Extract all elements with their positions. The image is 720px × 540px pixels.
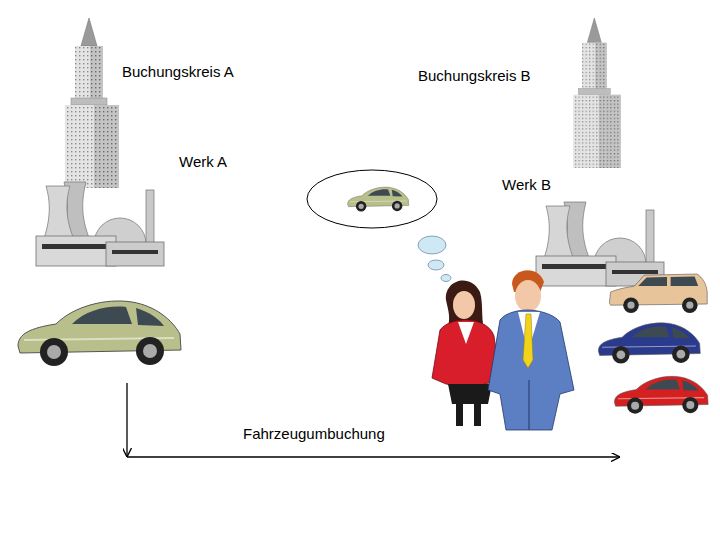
blouse (458, 322, 474, 344)
text-label: Fahrzeugumbuchung (243, 424, 385, 444)
car-illustration (614, 376, 708, 413)
thought-bubble (307, 170, 437, 228)
trouser-seam (529, 380, 530, 430)
transfer-arrow (126, 383, 127, 457)
suit (488, 310, 574, 430)
text-label: Buchungskreis A (122, 62, 234, 82)
face (515, 280, 541, 312)
factory-plant (36, 182, 164, 266)
thought-bubble-dot (418, 236, 446, 254)
factory-plant (536, 202, 664, 286)
face (453, 291, 475, 319)
person-man (488, 270, 574, 430)
text-label: Werk B (502, 175, 551, 195)
skirt (448, 384, 492, 404)
person-woman (432, 280, 500, 426)
office-tower (573, 18, 621, 168)
leg (474, 404, 481, 426)
leg (456, 404, 463, 426)
thought-bubble-dot (428, 260, 444, 270)
car-illustration (609, 274, 707, 313)
car-illustration (18, 301, 181, 366)
thought-bubble-dot (441, 275, 451, 282)
text-label: Buchungskreis B (418, 66, 531, 86)
tie (523, 314, 533, 368)
car-illustration (598, 323, 700, 364)
car-illustration (348, 187, 409, 211)
text-label: Werk A (179, 152, 227, 172)
office-tower (65, 18, 119, 188)
transfer-arrow (127, 456, 620, 457)
